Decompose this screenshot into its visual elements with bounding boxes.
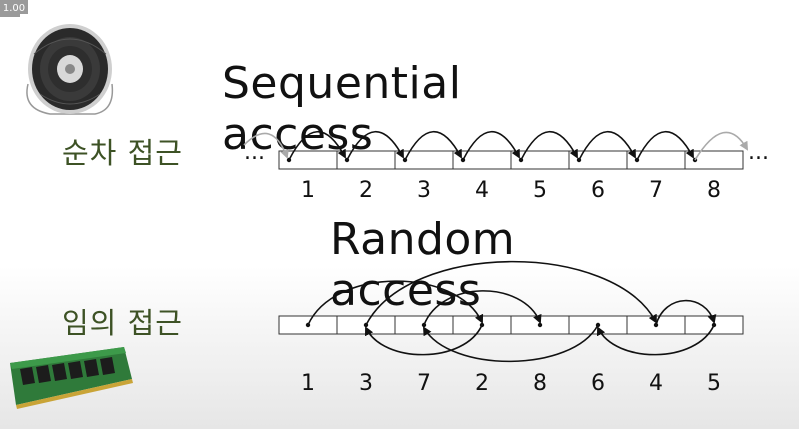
random-jump-arrow: [422, 324, 599, 363]
random-cell-label: 3: [359, 371, 373, 396]
random-access-title: Random access: [330, 214, 516, 316]
sequential-cell-label: 3: [417, 178, 431, 203]
sequential-arrow: [636, 130, 694, 161]
sequential-outgoing-arrow: [694, 131, 749, 161]
random-jump-arrow: [655, 299, 717, 326]
random-jump-arrow: [365, 324, 483, 356]
sequential-cell-label: 5: [533, 178, 547, 203]
sequential-arrow: [346, 130, 404, 161]
sequential-arrow: [404, 130, 462, 161]
sequential-access-korean-label: 순차 접근: [62, 136, 183, 170]
random-cell-label: 5: [707, 371, 721, 396]
sequential-cell-label: 2: [359, 178, 373, 203]
random-cell-label: 6: [591, 371, 605, 396]
sequential-cell-label: 6: [591, 178, 605, 203]
random-cell-label: 8: [533, 371, 547, 396]
tape-reel-icon: [20, 14, 120, 124]
sequential-arrow: [520, 130, 578, 161]
sequential-cell-label: 7: [649, 178, 663, 203]
random-jump-arrow: [307, 280, 484, 326]
random-pointer-dot: [537, 322, 543, 328]
random-jump-arrow: [597, 324, 715, 356]
random-cell-label: 1: [301, 371, 315, 396]
sequential-arrow: [462, 130, 520, 161]
sequential-ellipsis-right: ...: [748, 140, 769, 165]
sequential-cell-8: [684, 150, 744, 170]
sequential-incoming-arrow: [243, 132, 289, 159]
random-jump-arrow: [423, 290, 542, 326]
ram-module-icon: [10, 347, 133, 409]
random-jump-arrow: [365, 260, 657, 326]
sequential-cell-label: 8: [707, 178, 721, 203]
sequential-ellipsis-left: ...: [244, 140, 265, 165]
random-access-korean-label: 임의 접근: [62, 306, 183, 340]
sequential-diagram: [243, 130, 749, 170]
sequential-arrow: [578, 130, 636, 161]
random-cell-label: 4: [649, 371, 663, 396]
random-cell-label: 2: [475, 371, 489, 396]
random-diagram: [278, 260, 744, 363]
sequential-arrow: [288, 130, 346, 161]
sequential-cell-label: 1: [301, 178, 315, 203]
sequential-cell-label: 4: [475, 178, 489, 203]
playback-speed-badge[interactable]: 1.00: [0, 0, 28, 17]
random-cell-label: 7: [417, 371, 431, 396]
